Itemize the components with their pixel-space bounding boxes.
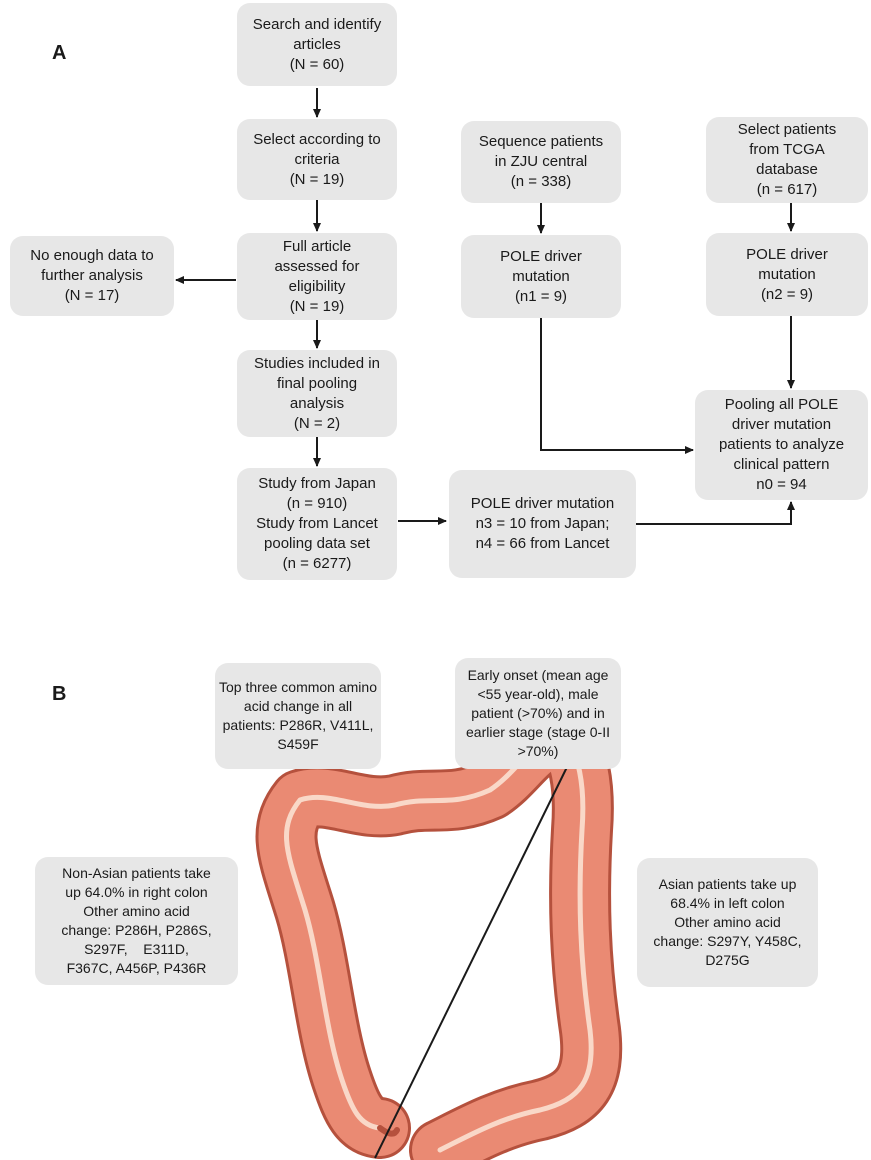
- non-asian-line-5: S297F, E311D,: [84, 940, 189, 959]
- early-onset-line-4: earlier stage (stage 0-II: [466, 723, 610, 742]
- large-intestine-icon: [286, 740, 591, 1150]
- early-onset-line-2: <55 year-old), male: [477, 685, 598, 704]
- non-asian-box: Non-Asian patients take up 64.0% in righ…: [35, 857, 238, 985]
- asian-line-1: Asian patients take up: [659, 875, 797, 894]
- non-asian-line-3: Other amino acid: [83, 902, 190, 921]
- top-three-line-4: S459F: [277, 735, 318, 754]
- top-three-line-1: Top three common amino: [219, 678, 377, 697]
- asian-line-4: change: S297Y, Y458C,: [653, 932, 801, 951]
- top-three-amino-box: Top three common amino acid change in al…: [215, 663, 381, 769]
- non-asian-line-6: F367C, A456P, P436R: [67, 959, 207, 978]
- non-asian-line-2: up 64.0% in right colon: [65, 883, 207, 902]
- asian-line-3: Other amino acid: [674, 913, 781, 932]
- early-onset-line-1: Early onset (mean age: [468, 666, 609, 685]
- non-asian-line-4: change: P286H, P286S,: [61, 921, 211, 940]
- non-asian-line-1: Non-Asian patients take: [62, 864, 211, 883]
- top-three-line-2: acid change in all: [244, 697, 352, 716]
- top-three-line-3: patients: P286R, V411L,: [223, 716, 374, 735]
- early-onset-box: Early onset (mean age <55 year-old), mal…: [455, 658, 621, 769]
- asian-box: Asian patients take up 68.4% in left col…: [637, 858, 818, 987]
- asian-line-2: 68.4% in left colon: [670, 894, 784, 913]
- early-onset-line-3: patient (>70%) and in: [471, 704, 604, 723]
- early-onset-line-5: >70%): [518, 742, 559, 761]
- asian-line-5: D275G: [705, 951, 749, 970]
